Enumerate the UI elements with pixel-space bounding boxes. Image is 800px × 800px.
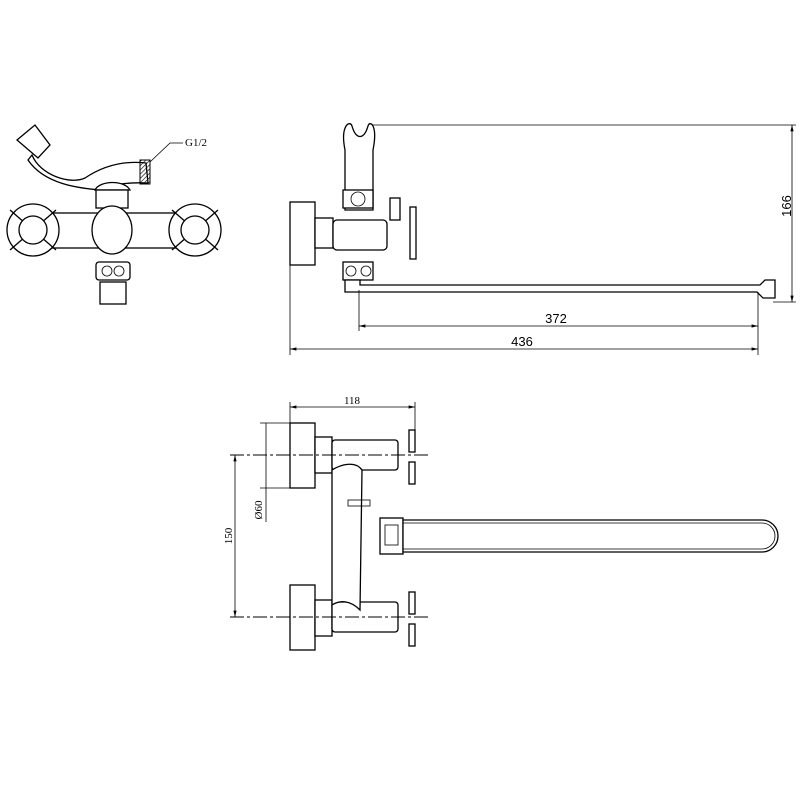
side-view: 166 372 436	[289, 123, 796, 355]
front-view: G1/2	[6, 124, 222, 305]
thread-label: G1/2	[185, 137, 207, 149]
eccentric-nut	[314, 217, 334, 249]
spout-reach-dimension: 372	[545, 311, 567, 326]
depth-dimension: 118	[344, 395, 361, 407]
shower-holder-arm	[27, 153, 149, 191]
height-dimension: 166	[779, 195, 794, 217]
center-ball	[91, 205, 133, 255]
body-column	[331, 463, 363, 612]
spout	[344, 279, 776, 299]
handle-lever	[389, 197, 401, 221]
wall-plate	[289, 201, 316, 266]
center-distance-dimension: 150	[223, 527, 235, 544]
shower-holder-bracket	[15, 124, 51, 159]
diverter-knob	[95, 261, 131, 281]
leader-line	[149, 142, 183, 163]
handle-side	[409, 206, 417, 260]
spout-swivel	[379, 517, 404, 555]
shower-outlet	[99, 281, 127, 305]
thread-connector	[139, 159, 151, 185]
body	[332, 219, 388, 251]
diverter-top	[95, 189, 129, 209]
total-length-dimension: 436	[511, 334, 533, 349]
top-view: 118 Ø60 150	[223, 395, 779, 651]
spout-top	[402, 519, 779, 553]
plate-diameter-dimension: Ø60	[253, 500, 265, 519]
shower-clamp	[343, 123, 376, 211]
